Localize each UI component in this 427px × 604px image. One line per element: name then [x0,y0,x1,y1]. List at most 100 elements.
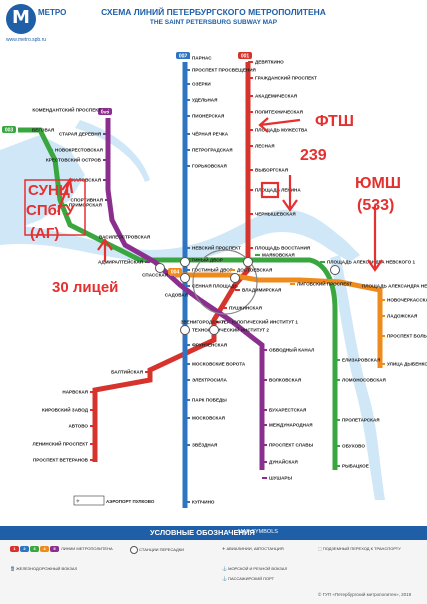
station-label[interactable]: ЕЛИЗАРОВСКАЯ [342,358,380,363]
line-badge-label: 003 [5,128,14,134]
station-label[interactable]: АКАДЕМИЧЕСКАЯ [255,94,297,99]
water-neva-south [330,255,385,500]
station-label[interactable]: УЛИЦА ДЫБЕНКО [387,362,427,367]
site-url[interactable]: www.metro.spb.ru [6,37,47,43]
station-label[interactable]: ВЛАДИМИРСКАЯ [242,288,281,293]
station-label[interactable]: ЗВЁЗДНАЯ [192,442,217,448]
station-label[interactable]: ГРАЖДАНСКИЙ ПРОСПЕКТ [255,74,317,81]
legend-rail-label: ЖЕЛЕЗНОДОРОЖНЫЙ ВОКЗАЛ [16,566,78,571]
box-sunc [24,179,86,236]
station-label[interactable]: АДМИРАЛТЕЙСКАЯ [98,258,143,265]
transfer-node [180,325,190,335]
station-label[interactable]: ТЕХНОЛОГИЧЕСКИЙ ИНСТИТУТ 2 [192,326,269,333]
station-label[interactable]: НАРВСКАЯ [62,390,88,395]
station-label[interactable]: РЫБАЦКОЕ [342,464,369,469]
station-label[interactable]: АВТОВО [68,424,88,429]
station-label[interactable]: БУХАРЕСТСКАЯ [269,408,306,413]
station-label[interactable]: НЕВСКИЙ ПРОСПЕКТ [192,244,241,251]
station-label[interactable]: ГОСТИНЫЙ ДВОР [182,256,223,263]
legend-item-rail: 🚆 ЖЕЛЕЗНОДОРОЖНЫЙ ВОКЗАЛ [10,566,77,571]
line-badge [238,52,252,59]
station-label[interactable]: ЭЛЕКТРОСИЛА [192,378,228,383]
station-label[interactable]: УДЕЛЬНАЯ [192,98,217,103]
station-label[interactable]: ПРОСПЕКТ ПРОСВЕЩЕНИЯ [192,68,256,73]
station-label[interactable]: ПРОСПЕКТ ВЕТЕРАНОВ [33,458,89,463]
station-label[interactable]: СЕННАЯ ПЛОЩАДЬ [192,284,238,289]
station-label[interactable]: ПАРНАС [192,56,212,61]
station-label[interactable]: ЛАДОЖСКАЯ [387,314,417,319]
legend-sea-label: МОРСКОЙ И РЕЧНОЙ ВОКЗАЛ [228,566,288,571]
station-label[interactable]: ЧЕРНЫШЕВСКАЯ [255,212,296,217]
annotation-533: (533) [357,197,394,214]
line-badge [168,268,182,275]
station-label[interactable]: ДУНАЙСКАЯ [269,458,298,465]
station-label[interactable]: БЕГОВАЯ [32,128,54,133]
station-label[interactable]: НОВОКРЕСТОВСКАЯ [55,148,103,153]
station-label[interactable]: ЗВЕНИГОРОДСКАЯ [180,320,225,325]
station-label[interactable]: ПУШКИНСКАЯ [229,306,262,311]
station-label[interactable]: ВАСИЛЕОСТРОВСКАЯ [99,235,150,240]
station-label[interactable]: ПЛОЩАДЬ АЛЕКСАНДРА НЕВСКОГО 2 [362,284,427,289]
station-label[interactable]: МОСКОВСКАЯ [192,416,225,421]
arrow-yumsh [367,205,383,272]
station-label[interactable]: ГОРЬКОВСКАЯ [192,164,227,169]
station-label[interactable]: ДЕВЯТКИНО [255,60,284,65]
station-label[interactable]: ФРУНЗЕНСКАЯ [192,343,227,348]
station-label[interactable]: ЧЁРНАЯ РЕЧКА [192,131,229,137]
station-label[interactable]: ПЛОЩАДЬ ВОССТАНИЯ [255,246,310,251]
station-label[interactable]: ВОЛКОВСКАЯ [269,378,301,383]
station-label[interactable]: ПЛОЩАДЬ МУЖЕСТВА [255,128,308,133]
transfer-node [180,257,190,267]
station-label[interactable]: ЛЕСНАЯ [255,144,275,149]
station-label[interactable]: ЛОМОНОСОВСКАЯ [342,378,386,383]
station-label[interactable]: ПЛОЩАДЬ АЛЕКСАНДРА НЕВСКОГО 1 [327,260,415,265]
transfer-icon [130,546,138,554]
station-label[interactable]: ПАРК ПОБЕДЫ [192,398,227,403]
station-label[interactable]: БАЛТИЙСКАЯ [111,368,143,375]
station-label[interactable]: МЕЖДУНАРОДНАЯ [269,423,313,428]
station-label[interactable]: ПЕТРОГРАДСКАЯ [192,148,233,153]
station-label[interactable]: НОВОЧЕРКАССКАЯ [387,298,427,303]
line-badge-label: 002 [179,54,188,60]
station-label[interactable]: ГОСТИНЫЙ ДВОР [192,266,233,273]
station-label[interactable]: ОБВОДНЫЙ КАНАЛ [269,346,314,353]
map-header: М МЕТРО www.metro.spb.ru СХЕМА ЛИНИЙ ПЕТ… [0,0,427,44]
station-label[interactable]: ПОЛИТЕХНИЧЕСКАЯ [255,110,303,115]
station-label[interactable]: ПИОНЕРСКАЯ [192,114,224,119]
station-label[interactable]: ШУШАРЫ [269,476,292,481]
line-badge-label: 004 [171,270,180,276]
train-icon: 🚆 [10,566,15,571]
station-label[interactable]: КУПЧИНО [192,500,215,505]
station-label[interactable]: ПРОСПЕКТ СЛАВЫ [269,443,314,448]
station-label[interactable]: ЛЕНИНСКИЙ ПРОСПЕКТ [32,440,88,447]
station-label[interactable]: САДОВАЯ [165,293,188,298]
line-badge [2,126,16,133]
station-label[interactable]: ПРОЛЕТАРСКАЯ [342,418,380,423]
station-label[interactable]: ОБУХОВО [342,444,365,449]
annotation-yumsh: ЮМШ [355,175,401,192]
legend-title-en: MAP SYMBOLS [238,529,278,535]
station-label[interactable]: ЛИГОВСКИЙ ПРОСПЕКТ [297,280,352,287]
station-label[interactable]: ВЫБОРГСКАЯ [255,168,288,173]
arrow-30 [97,238,113,262]
station-label[interactable]: ДОСТОЕВСКАЯ [237,268,272,273]
station-label[interactable]: ПРОСПЕКТ БОЛЬШЕВИКОВ [387,334,427,339]
station-label[interactable]: СТАРАЯ ДЕРЕВНЯ [59,132,101,137]
annotation-239: 239 [300,147,327,164]
station-label[interactable]: КИРОВСКИЙ ЗАВОД [42,406,89,413]
water-nevka [75,120,150,182]
station-label[interactable]: ОЗЕРКИ [192,82,211,87]
station-label[interactable]: МАЯКОВСКАЯ [262,253,295,258]
station-label[interactable]: ТЕХНОЛОГИЧЕСКИЙ ИНСТИТУТ 1 [221,318,298,325]
station-label[interactable]: КОМЕНДАНТСКИЙ ПРОСПЕКТ [32,106,101,113]
station-label[interactable]: СПОРТИВНАЯ [70,198,103,203]
station-label[interactable]: КРЕСТОВСКИЙ ОСТРОВ [46,156,102,163]
station-label[interactable]: МОСКОВСКИЕ ВОРОТА [192,362,246,367]
station-label[interactable]: СПАССКАЯ [142,273,168,278]
plane-icon: ✈ [222,546,226,551]
legend-item-transfer: СТАНЦИИ ПЕРЕСАДКИ [130,546,184,554]
line-3 [18,127,338,470]
underpass-icon: ⬚ [318,546,322,551]
airport-plane-icon: ✈ [76,499,80,504]
